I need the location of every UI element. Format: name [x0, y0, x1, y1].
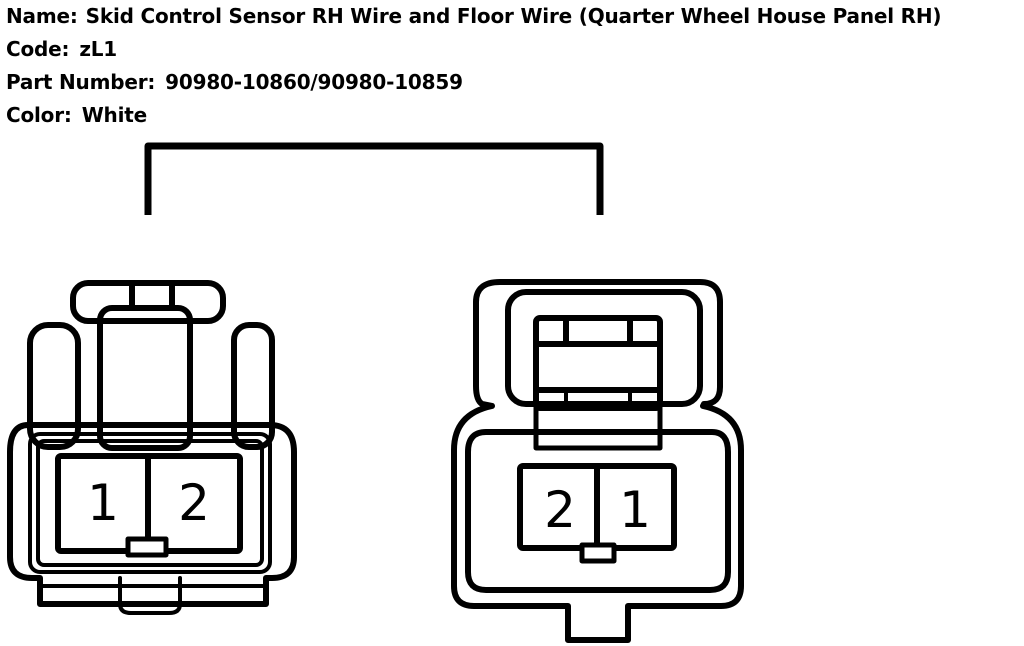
connector-info: Name: Skid Control Sensor RH Wire and Flo… [6, 0, 1022, 132]
left-pin-2-label: 2 [178, 474, 210, 532]
right-connector: 2 1 [451, 279, 744, 643]
code-row: Code: zL1 [6, 33, 1022, 66]
mating-bracket [144, 142, 604, 215]
right-guide-post [231, 322, 275, 450]
right-receptacle [465, 429, 731, 593]
left-lock-housing [97, 305, 193, 451]
part-number-value: 90980-10860/90980-10859 [165, 70, 463, 94]
left-key-slot [125, 536, 169, 558]
right-connector-body [451, 279, 744, 643]
right-pin-2-label: 2 [544, 481, 576, 539]
part-number-row: Part Number: 90980-10860/90980-10859 [6, 66, 1022, 99]
part-number-label: Part Number: [6, 70, 156, 94]
name-row: Name: Skid Control Sensor RH Wire and Flo… [6, 0, 1022, 33]
left-lock-tab [70, 280, 226, 324]
left-inner-rim [28, 432, 272, 574]
color-value: White [81, 103, 147, 127]
color-label: Color: [6, 103, 72, 127]
name-value: Skid Control Sensor RH Wire and Floor Wi… [85, 4, 942, 28]
right-key-slot [579, 542, 617, 564]
left-guide-post [27, 322, 81, 450]
right-pin-1-label: 1 [619, 481, 651, 539]
code-label: Code: [6, 37, 70, 61]
left-connector: 1 2 [7, 280, 297, 615]
color-row: Color: White [6, 99, 1022, 132]
name-label: Name: [6, 4, 78, 28]
left-connector-body [7, 422, 297, 607]
left-pin-1-label: 1 [87, 474, 119, 532]
right-latch [533, 315, 663, 411]
code-value: zL1 [79, 37, 118, 61]
